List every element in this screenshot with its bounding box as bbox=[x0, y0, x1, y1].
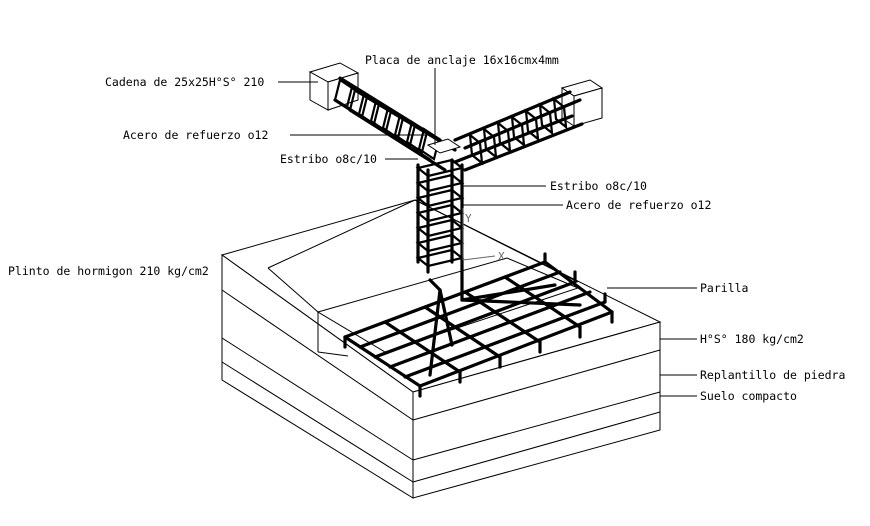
label-stirrup-top: Estribo o8c/10 bbox=[280, 152, 377, 166]
label-stone-bedding: Replantillo de piedra bbox=[700, 368, 845, 382]
label-chain-beam: Cadena de 25x25H°S° 210 bbox=[105, 75, 264, 89]
y-axis-label: Y bbox=[465, 212, 472, 225]
axis-marks: Y X bbox=[462, 208, 505, 263]
label-stirrup-right: Estribo o8c/10 bbox=[550, 179, 647, 193]
leader-lines bbox=[278, 68, 697, 397]
label-rebar-right: Acero de refuerzo o12 bbox=[566, 198, 711, 212]
left-beam bbox=[308, 62, 457, 172]
label-compacted-soil: Suelo compacto bbox=[700, 389, 797, 403]
label-anchor-plate: Placa de anclaje 16x16cmx4mm bbox=[365, 53, 559, 67]
label-grid: Parilla bbox=[700, 281, 748, 295]
right-beam bbox=[453, 79, 604, 172]
anchor-plate bbox=[426, 138, 462, 154]
label-cyclopean-concrete: H°S° 180 kg/cm2 bbox=[700, 332, 804, 346]
column-rebar bbox=[415, 158, 582, 377]
x-axis-label: X bbox=[498, 250, 505, 263]
label-rebar-top: Acero de refuerzo o12 bbox=[123, 128, 268, 142]
label-concrete-plinth: Plinto de hormigon 210 kg/cm2 bbox=[8, 264, 209, 278]
